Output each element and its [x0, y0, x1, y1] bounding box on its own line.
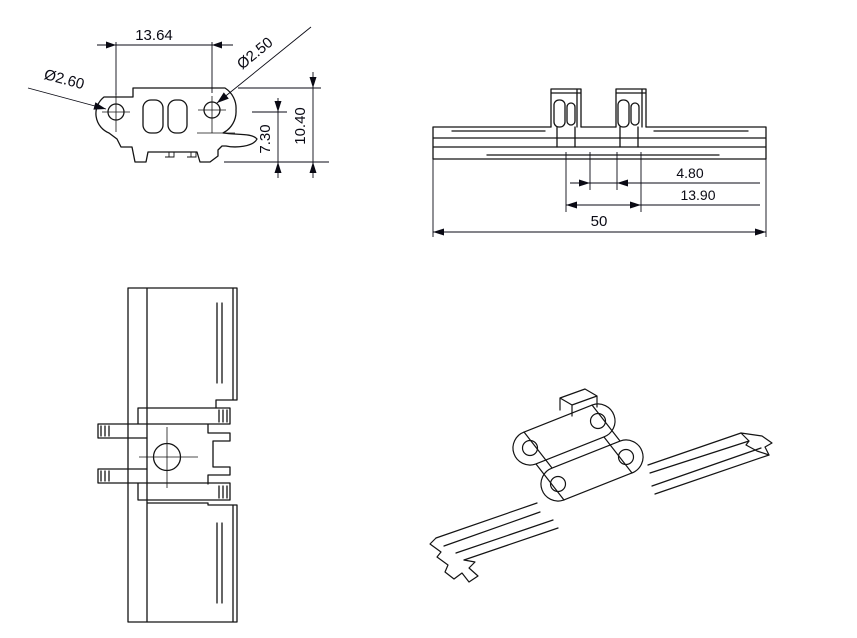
side-view-slot-right — [167, 99, 188, 134]
dim-arrowhead — [309, 162, 317, 173]
dim-arrowhead — [566, 201, 577, 209]
dim-clip-gap-lines — [570, 152, 760, 190]
dim-overall-height: 10.40 — [238, 72, 321, 178]
dim-arrowhead — [212, 41, 222, 49]
dim-clip-outer-span: 13.90 — [565, 152, 760, 212]
front-view-clip-left — [550, 88, 582, 148]
dim-hole-spacing: 13.64 — [97, 27, 233, 95]
side-view-centerlines — [102, 93, 235, 134]
dim-arrowhead — [274, 162, 282, 173]
iso-clip-top — [559, 388, 598, 417]
dim-hole-spacing-lines — [97, 42, 233, 95]
dim-center-height: 7.30 — [224, 98, 329, 178]
top-view-body — [127, 287, 238, 623]
dim-overall-length: 50 — [432, 159, 767, 237]
clip-left-slot — [553, 99, 566, 128]
side-view-serration-marks — [165, 151, 197, 158]
iso-rail-end-right — [740, 432, 773, 456]
dim-clip-gap-text: 4.80 — [676, 165, 703, 181]
dim-right-hole-text: Ø2.50 — [234, 34, 276, 73]
dim-right-hole-diameter: Ø2.50 — [216, 26, 312, 104]
leader-arrowhead — [93, 102, 106, 110]
front-view: 4.80 13.90 50 — [432, 88, 767, 237]
front-view-clip-right — [615, 88, 647, 148]
dim-arrowhead — [630, 201, 641, 209]
iso-link-hole — [617, 448, 635, 466]
clip-right-lines — [615, 88, 647, 148]
dim-arrowhead — [433, 228, 444, 236]
dim-arrowhead — [617, 179, 628, 187]
side-view: 13.64 Ø2.50 Ø2.60 7.30 10.40 — [27, 26, 329, 178]
side-view-slot-left — [142, 99, 164, 134]
iso-link-edges — [523, 404, 633, 501]
iso-link-hole — [549, 475, 567, 493]
dim-clip-span-text: 13.90 — [680, 187, 715, 203]
leader-line — [216, 26, 312, 104]
dim-clip-inner-gap: 4.80 — [570, 152, 760, 190]
dim-clip-span-lines — [565, 152, 760, 212]
leader-arrowhead — [217, 92, 229, 103]
dim-arrowhead — [309, 77, 317, 88]
dim-center-height-text: 7.30 — [257, 124, 274, 153]
iso-link-hole — [521, 439, 539, 457]
clip-left-slot — [566, 102, 576, 126]
dim-overall-length-lines — [432, 159, 767, 237]
clip-right-slot — [617, 99, 630, 128]
iso-link-hole — [589, 412, 607, 430]
dim-hole-spacing-text: 13.64 — [135, 27, 173, 44]
dim-arrowhead — [579, 179, 590, 187]
top-view — [97, 287, 238, 623]
dim-arrowhead — [755, 228, 766, 236]
dim-overall-length-text: 50 — [591, 213, 608, 230]
clip-left-lines — [550, 88, 582, 148]
top-view-crosshair — [139, 427, 198, 488]
front-view-rail — [432, 126, 767, 160]
clip-right-slot — [630, 102, 640, 126]
dim-left-hole-text: Ø2.60 — [42, 66, 86, 93]
dim-arrowhead — [274, 101, 282, 112]
dim-overall-height-lines — [238, 72, 321, 178]
isometric-view — [429, 388, 773, 583]
leader-line — [27, 87, 107, 110]
iso-link-holes — [521, 412, 635, 493]
dim-arrowhead — [106, 41, 116, 49]
top-view-link-connector — [97, 407, 231, 501]
dim-overall-height-text: 10.40 — [292, 107, 309, 145]
iso-rail-edges — [435, 432, 770, 561]
side-view-outline — [95, 87, 258, 163]
dim-left-hole-diameter: Ø2.60 — [27, 66, 107, 110]
iso-rail-end-left — [429, 537, 479, 583]
